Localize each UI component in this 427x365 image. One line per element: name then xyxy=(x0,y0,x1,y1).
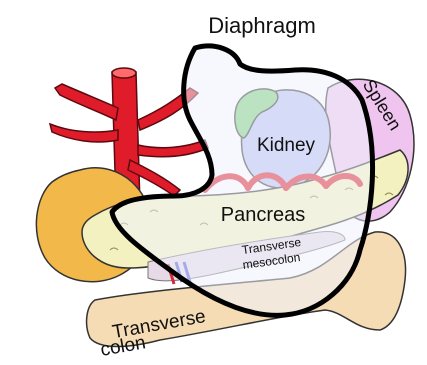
label-diaphragm: Diaphragm xyxy=(208,13,316,38)
label-pancreas: Pancreas xyxy=(221,204,306,226)
label-kidney: Kidney xyxy=(257,135,316,156)
